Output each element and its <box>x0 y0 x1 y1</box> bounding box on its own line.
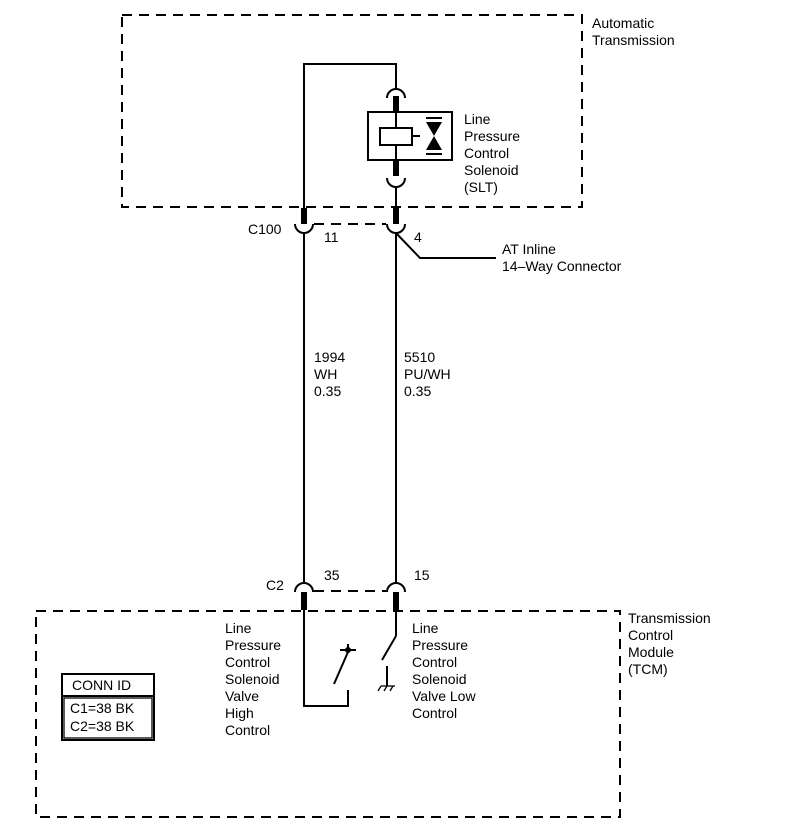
high-control-switch <box>303 610 356 707</box>
conn-id-table <box>61 673 155 741</box>
low-control-label-6: Control <box>412 705 457 721</box>
tcm-label-2: Control <box>628 627 673 643</box>
low-control-label-1: Line <box>412 620 439 636</box>
tcm-boundary <box>35 610 621 818</box>
wire-left-gauge: 0.35 <box>314 383 341 399</box>
c100-label: C100 <box>248 221 282 237</box>
c100-pin-4: 4 <box>414 229 422 245</box>
wire-left-color: WH <box>314 366 337 382</box>
solenoid-symbol <box>367 111 453 161</box>
solenoid-label-2: Pressure <box>464 128 520 144</box>
wire-right-gauge: 0.35 <box>404 383 431 399</box>
c2-pin-35: 35 <box>324 567 340 583</box>
high-control-label-6: High <box>225 705 254 721</box>
solenoid-top-terminal <box>386 88 406 99</box>
c100-pin-11: 11 <box>324 229 339 245</box>
inline-connector-label-2: 14–Way Connector <box>502 258 622 274</box>
solenoid-label-5: (SLT) <box>464 179 498 195</box>
high-control-label-4: Solenoid <box>225 671 280 687</box>
low-control-label-5: Valve Low <box>412 688 476 704</box>
low-control-label-3: Control <box>412 654 457 670</box>
low-control-label-4: Solenoid <box>412 671 467 687</box>
tcm-label-1: Transmission <box>628 610 711 626</box>
wire-right-color: PU/WH <box>404 366 451 382</box>
solenoid-label-1: Line <box>464 111 491 127</box>
inline-connector-label-1: AT Inline <box>502 241 556 257</box>
wire-left-circuit: 1994 <box>314 349 345 365</box>
conn-id-title: CONN ID <box>72 677 131 693</box>
c2-pin-15: 15 <box>414 567 430 583</box>
tcm-label-4: (TCM) <box>628 661 668 677</box>
solenoid-bottom-terminal <box>386 177 406 188</box>
c2-left-arc <box>294 582 314 593</box>
transmission-label-line2: Transmission <box>592 32 675 48</box>
c100-left-arc <box>294 223 314 234</box>
high-control-label-5: Valve <box>225 688 259 704</box>
low-control-switch <box>377 610 397 692</box>
c2-label: C2 <box>266 577 284 593</box>
transmission-boundary <box>121 14 583 208</box>
solenoid-label-4: Solenoid <box>464 162 519 178</box>
high-control-label-1: Line <box>225 620 252 636</box>
solenoid-feed-wire <box>303 63 397 223</box>
solenoid-label-3: Control <box>464 145 509 161</box>
high-control-label-7: Control <box>225 722 270 738</box>
high-control-label-2: Pressure <box>225 637 281 653</box>
c100-right-arc <box>386 223 406 234</box>
inline-connector-leader <box>395 232 496 259</box>
low-control-label-2: Pressure <box>412 637 468 653</box>
conn-id-row-c2: C2=38 BK <box>70 718 135 734</box>
transmission-label-line1: Automatic <box>592 15 654 31</box>
conn-id-row-c1: C1=38 BK <box>70 700 135 716</box>
tcm-label-3: Module <box>628 644 674 660</box>
c2-right-arc <box>386 582 406 593</box>
wire-right-circuit: 5510 <box>404 349 435 365</box>
high-control-label-3: Control <box>225 654 270 670</box>
